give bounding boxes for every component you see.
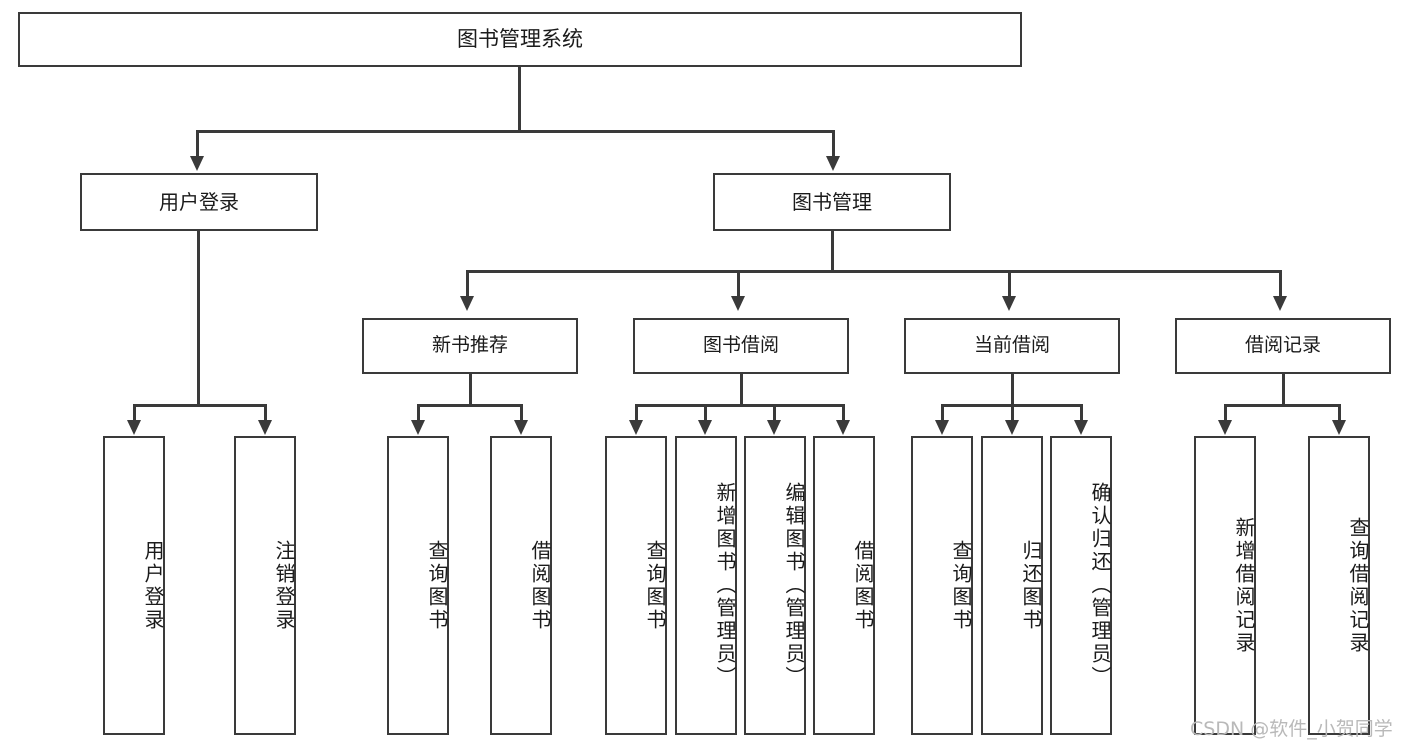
leaf-new-book-borrow[interactable]: 借阅图书	[490, 436, 552, 735]
connector-root-to-book-mgmt	[832, 130, 835, 156]
connector-user-login-stem	[197, 231, 200, 406]
connector-book-mgmt-to-c2	[737, 270, 740, 298]
connector-book-borrow-stem	[740, 374, 743, 406]
node-new-book-recommend[interactable]: 新书推荐	[362, 318, 578, 374]
connector-borrow-record-to-leaf-1	[1224, 404, 1227, 422]
node-label: 图书借阅	[702, 334, 779, 357]
node-label: 借阅图书	[851, 539, 875, 632]
connector-new-book-stem	[469, 374, 472, 406]
arrowhead-current-borrow-leaf-3	[1074, 420, 1088, 435]
arrowhead-book-borrow-leaf-1	[629, 420, 643, 435]
node-label: 查询图书	[643, 539, 667, 632]
node-label: 用户登录	[141, 539, 165, 632]
node-borrow-record[interactable]: 借阅记录	[1175, 318, 1391, 374]
arrowhead-book-mgmt-c3	[1002, 296, 1016, 311]
node-label: 编辑图书（管理员）	[782, 482, 806, 689]
leaf-current-borrow-return[interactable]: 归还图书	[981, 436, 1043, 735]
node-label: 新增借阅记录	[1232, 516, 1256, 655]
connector-borrow-record-stem	[1282, 374, 1285, 406]
leaf-book-borrow-query[interactable]: 查询图书	[605, 436, 667, 735]
arrowhead-book-mgmt-c1	[460, 296, 474, 311]
arrowhead-new-book-leaf-1	[411, 420, 425, 435]
connector-current-borrow-to-leaf-1	[941, 404, 944, 422]
leaf-borrow-record-query[interactable]: 查询借阅记录	[1308, 436, 1370, 735]
arrowhead-borrow-record-leaf-1	[1218, 420, 1232, 435]
connector-book-mgmt-to-c1	[466, 270, 469, 298]
leaf-borrow-record-add[interactable]: 新增借阅记录	[1194, 436, 1256, 735]
leaf-current-borrow-query[interactable]: 查询图书	[911, 436, 973, 735]
leaf-book-borrow-add-admin[interactable]: 新增图书（管理员）	[675, 436, 737, 735]
leaf-current-borrow-confirm-admin[interactable]: 确认归还（管理员）	[1050, 436, 1112, 735]
arrowhead-current-borrow-leaf-2	[1005, 420, 1019, 435]
node-label: 图书管理	[792, 189, 872, 214]
arrowhead-book-borrow-leaf-3	[767, 420, 781, 435]
node-label: 当前借阅	[973, 334, 1050, 357]
node-label: 归还图书	[1019, 539, 1043, 632]
connector-current-borrow-to-leaf-3	[1080, 404, 1083, 422]
node-root-system[interactable]: 图书管理系统	[18, 12, 1022, 67]
connector-root-bus	[196, 130, 834, 133]
arrowhead-user-login-leaf-1	[127, 420, 141, 435]
arrowhead-current-borrow-leaf-1	[935, 420, 949, 435]
connector-book-mgmt-stem	[831, 231, 834, 272]
node-label: 用户登录	[159, 189, 239, 214]
csdn-watermark: CSDN @软件_小贺同学	[1190, 714, 1393, 741]
connector-user-login-to-leaf-1	[133, 404, 136, 422]
arrowhead-book-mgmt-c2	[731, 296, 745, 311]
connector-new-book-bus	[417, 404, 522, 407]
connector-book-mgmt-bus	[466, 270, 1280, 273]
connector-borrow-record-to-leaf-2	[1338, 404, 1341, 422]
connector-book-borrow-to-leaf-4	[842, 404, 845, 422]
connector-book-mgmt-to-c4	[1279, 270, 1282, 298]
arrowhead-borrow-record-leaf-2	[1332, 420, 1346, 435]
connector-borrow-record-bus	[1224, 404, 1339, 407]
connector-book-borrow-bus	[635, 404, 843, 407]
connector-book-mgmt-to-c3	[1008, 270, 1011, 298]
connector-new-book-to-leaf-1	[417, 404, 420, 422]
connector-book-borrow-to-leaf-1	[635, 404, 638, 422]
connector-book-borrow-to-leaf-3	[773, 404, 776, 422]
node-book-management[interactable]: 图书管理	[713, 173, 951, 231]
connector-user-login-to-leaf-2	[264, 404, 267, 422]
leaf-user-login-logout[interactable]: 注销登录	[234, 436, 296, 735]
watermark-text: CSDN @软件_小贺同学	[1190, 718, 1393, 740]
connector-book-borrow-to-leaf-2	[704, 404, 707, 422]
node-label: 借阅记录	[1244, 334, 1321, 357]
arrowhead-user-login-leaf-2	[258, 420, 272, 435]
arrowhead-root-to-user-login	[190, 156, 204, 171]
node-book-borrow[interactable]: 图书借阅	[633, 318, 849, 374]
leaf-user-login-login[interactable]: 用户登录	[103, 436, 165, 735]
connector-root-to-user-login	[196, 130, 199, 156]
node-label: 图书管理系统	[457, 26, 583, 51]
node-label: 注销登录	[272, 539, 296, 632]
arrowhead-book-borrow-leaf-4	[836, 420, 850, 435]
node-label: 新增图书（管理员）	[713, 482, 737, 689]
arrowhead-new-book-leaf-2	[514, 420, 528, 435]
leaf-new-book-query[interactable]: 查询图书	[387, 436, 449, 735]
connector-current-borrow-to-leaf-2	[1011, 404, 1014, 422]
node-user-login[interactable]: 用户登录	[80, 173, 318, 231]
node-label: 查询图书	[949, 539, 973, 632]
leaf-book-borrow-edit-admin[interactable]: 编辑图书（管理员）	[744, 436, 806, 735]
connector-new-book-to-leaf-2	[520, 404, 523, 422]
node-label: 查询借阅记录	[1346, 516, 1370, 655]
connector-current-borrow-stem	[1011, 374, 1014, 406]
node-label: 查询图书	[425, 539, 449, 632]
node-label: 确认归还（管理员）	[1088, 482, 1112, 689]
arrowhead-book-borrow-leaf-2	[698, 420, 712, 435]
node-label: 新书推荐	[431, 334, 508, 357]
connector-root-stem	[518, 67, 521, 131]
connector-user-login-bus	[133, 404, 264, 407]
node-current-borrow[interactable]: 当前借阅	[904, 318, 1120, 374]
leaf-book-borrow-borrow[interactable]: 借阅图书	[813, 436, 875, 735]
arrowhead-root-to-book-mgmt	[826, 156, 840, 171]
node-label: 借阅图书	[528, 539, 552, 632]
arrowhead-book-mgmt-c4	[1273, 296, 1287, 311]
